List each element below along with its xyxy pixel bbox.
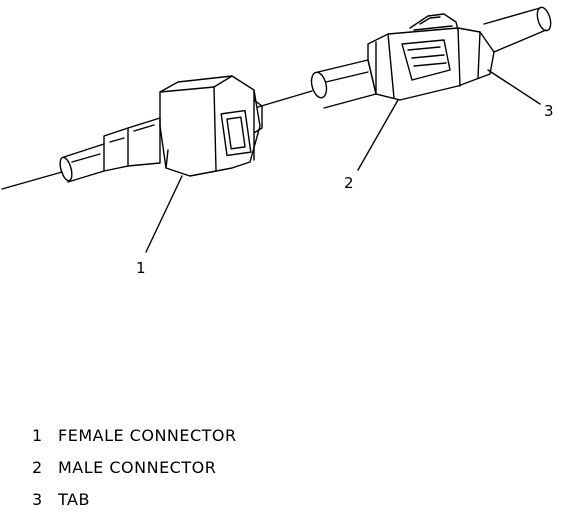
leader-line-3 [487, 69, 541, 105]
outlet-tube [483, 6, 552, 53]
callout-3: 3 [544, 102, 554, 120]
legend-item: 1 FEMALE CONNECTOR [32, 420, 237, 452]
legend: 1 FEMALE CONNECTOR 2 MALE CONNECTOR 3 TA… [32, 420, 237, 516]
male-connector [310, 13, 495, 109]
legend-label: TAB [58, 490, 90, 509]
leader-line-1 [145, 175, 183, 253]
legend-number: 1 [32, 426, 43, 445]
leader-line-2 [357, 99, 399, 171]
legend-label: FEMALE CONNECTOR [58, 426, 237, 445]
callout-1: 1 [136, 259, 146, 277]
legend-item: 2 MALE CONNECTOR [32, 452, 237, 484]
callout-2: 2 [344, 174, 354, 192]
line-pipe [1, 90, 313, 190]
legend-number: 2 [32, 458, 43, 477]
female-connector [59, 75, 263, 183]
legend-label: MALE CONNECTOR [58, 458, 217, 477]
legend-number: 3 [32, 490, 43, 509]
legend-item: 3 TAB [32, 484, 237, 516]
